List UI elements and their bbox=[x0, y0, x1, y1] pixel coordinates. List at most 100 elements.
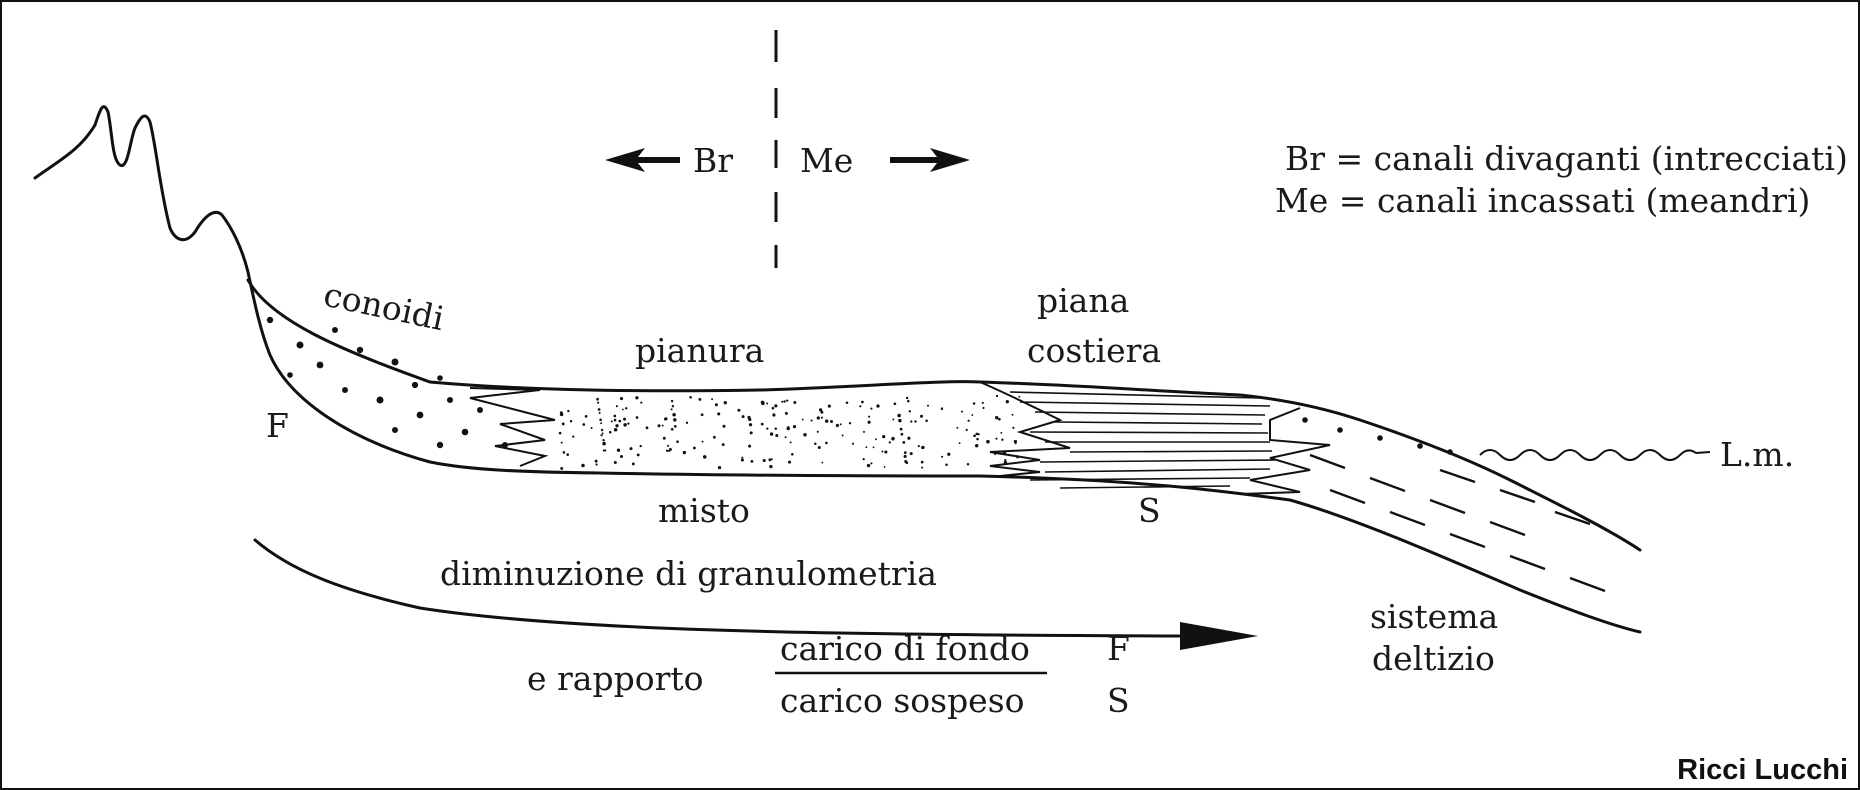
label-carico-sospeso: carico sospeso bbox=[780, 681, 1025, 720]
fine-grain-dot bbox=[921, 461, 924, 464]
label-pianura: pianura bbox=[635, 331, 764, 370]
fan-plain-interfingering bbox=[470, 388, 555, 466]
fine-grain-dot bbox=[623, 418, 626, 421]
fine-grain-dot bbox=[865, 446, 867, 448]
fine-grain-dot bbox=[868, 416, 870, 418]
fine-grain-dot bbox=[689, 396, 692, 399]
fine-grain-dot bbox=[914, 420, 916, 422]
fine-grain-dot bbox=[842, 435, 844, 437]
fine-grain-dot bbox=[840, 423, 842, 425]
fine-grain-dot bbox=[602, 442, 606, 446]
label-sea-level: L.m. bbox=[1720, 435, 1794, 474]
fine-grain-dot bbox=[882, 435, 885, 438]
label-br: Br bbox=[693, 141, 733, 180]
fine-grain-dot bbox=[787, 427, 790, 430]
fine-grain-dot bbox=[785, 412, 788, 415]
fine-grain-dot bbox=[713, 436, 716, 439]
fine-grain-dot bbox=[894, 402, 897, 405]
fine-grain-dot bbox=[596, 398, 599, 401]
fine-grain-dot bbox=[995, 438, 997, 440]
fine-grain-dot bbox=[617, 449, 620, 452]
fine-grain-dot bbox=[595, 460, 598, 463]
label-e-rapporto: e rapporto bbox=[527, 659, 704, 698]
fine-grain-dot bbox=[998, 418, 1001, 421]
granulometry-arrowhead bbox=[1180, 622, 1258, 650]
fine-grain-dot bbox=[788, 461, 791, 464]
fine-grain-dot bbox=[614, 419, 617, 422]
fine-grain-dot bbox=[671, 408, 673, 410]
fine-grain-dot bbox=[666, 450, 668, 452]
fine-grain-dot bbox=[817, 431, 819, 433]
fine-grain-dot bbox=[766, 427, 768, 429]
fine-grain-dot bbox=[863, 431, 865, 433]
fine-grain-dot bbox=[598, 408, 601, 411]
fine-grain-dot bbox=[867, 464, 870, 467]
fine-grain-dot bbox=[635, 396, 638, 399]
fine-grain-dot bbox=[904, 460, 907, 463]
fine-grain-dot bbox=[657, 424, 660, 427]
fine-grain-dot bbox=[821, 417, 823, 419]
fine-grain-dot bbox=[750, 460, 753, 463]
label-costiera: costiera bbox=[1027, 331, 1161, 370]
fine-grain-dot bbox=[973, 434, 976, 437]
fine-grain-dot bbox=[741, 457, 743, 459]
fine-grain-dot bbox=[907, 400, 910, 403]
fine-grain-dot bbox=[803, 433, 807, 437]
fine-grain-dot bbox=[786, 399, 788, 401]
fine-grain-dot bbox=[830, 420, 833, 423]
fine-grain-dot bbox=[892, 418, 894, 420]
fine-grain-dot bbox=[982, 402, 984, 404]
upper-surface-line bbox=[248, 280, 1640, 550]
fine-grain-dot bbox=[1000, 432, 1002, 434]
fine-grain-dot bbox=[971, 414, 973, 416]
fine-grain-dot bbox=[891, 437, 895, 441]
fine-grain-dot bbox=[995, 416, 998, 419]
fine-grain-dot bbox=[625, 407, 627, 409]
author-credit: Ricci Lucchi bbox=[1677, 754, 1848, 786]
fine-grain-dot bbox=[875, 438, 877, 440]
fine-grain-dot bbox=[599, 419, 602, 422]
label-s-suspended: S bbox=[1138, 491, 1161, 530]
fine-grain-dot bbox=[910, 420, 912, 422]
fine-grain-dot bbox=[775, 427, 777, 429]
fine-grain-dot bbox=[618, 420, 621, 423]
fine-grain-dot bbox=[814, 442, 817, 445]
fine-grain-dot bbox=[748, 418, 751, 421]
fine-grain-dot bbox=[702, 441, 704, 443]
fine-grain-dot bbox=[774, 404, 777, 407]
fine-grain-dot bbox=[1004, 459, 1006, 461]
fine-grain-dot bbox=[967, 463, 969, 465]
fine-grain-dot bbox=[881, 451, 883, 453]
fine-grain-dot bbox=[616, 405, 618, 407]
fine-grain-dot bbox=[591, 427, 593, 429]
fine-grain-dot bbox=[973, 402, 976, 405]
fine-grain-dot bbox=[761, 401, 765, 405]
fine-grain-dot bbox=[636, 416, 639, 419]
fine-grain-dot bbox=[669, 448, 672, 451]
fine-grain-dot bbox=[821, 462, 823, 464]
fine-grain-dot bbox=[693, 447, 696, 450]
fine-grain-dot bbox=[825, 419, 828, 422]
fine-grain-dot bbox=[975, 444, 978, 447]
fine-grain-dot bbox=[921, 446, 924, 449]
fine-grain-dot bbox=[1015, 442, 1017, 444]
fine-grain-dot bbox=[961, 411, 963, 413]
fine-grain-dot bbox=[925, 419, 928, 422]
label-me: Me bbox=[800, 141, 853, 180]
fine-grain-dot bbox=[566, 453, 569, 456]
fine-grain-dot bbox=[623, 423, 626, 426]
fine-grain-dot bbox=[828, 405, 831, 408]
fine-grain-dot bbox=[585, 415, 588, 418]
coastal-plain-lamination bbox=[1010, 392, 1275, 488]
fine-grain-dot bbox=[772, 407, 775, 410]
fine-grain-dot bbox=[907, 437, 910, 440]
fine-grain-dot bbox=[836, 424, 839, 427]
fine-grain-dot bbox=[741, 458, 744, 461]
fine-grain-dot bbox=[906, 397, 908, 399]
label-carico-fondo: carico di fondo bbox=[780, 629, 1030, 668]
fine-grain-dot bbox=[825, 442, 828, 445]
fine-grain-dot bbox=[849, 422, 851, 424]
fine-grain-dot bbox=[559, 432, 562, 435]
fine-grain-dot bbox=[667, 445, 669, 447]
fine-grain-dot bbox=[686, 422, 688, 424]
